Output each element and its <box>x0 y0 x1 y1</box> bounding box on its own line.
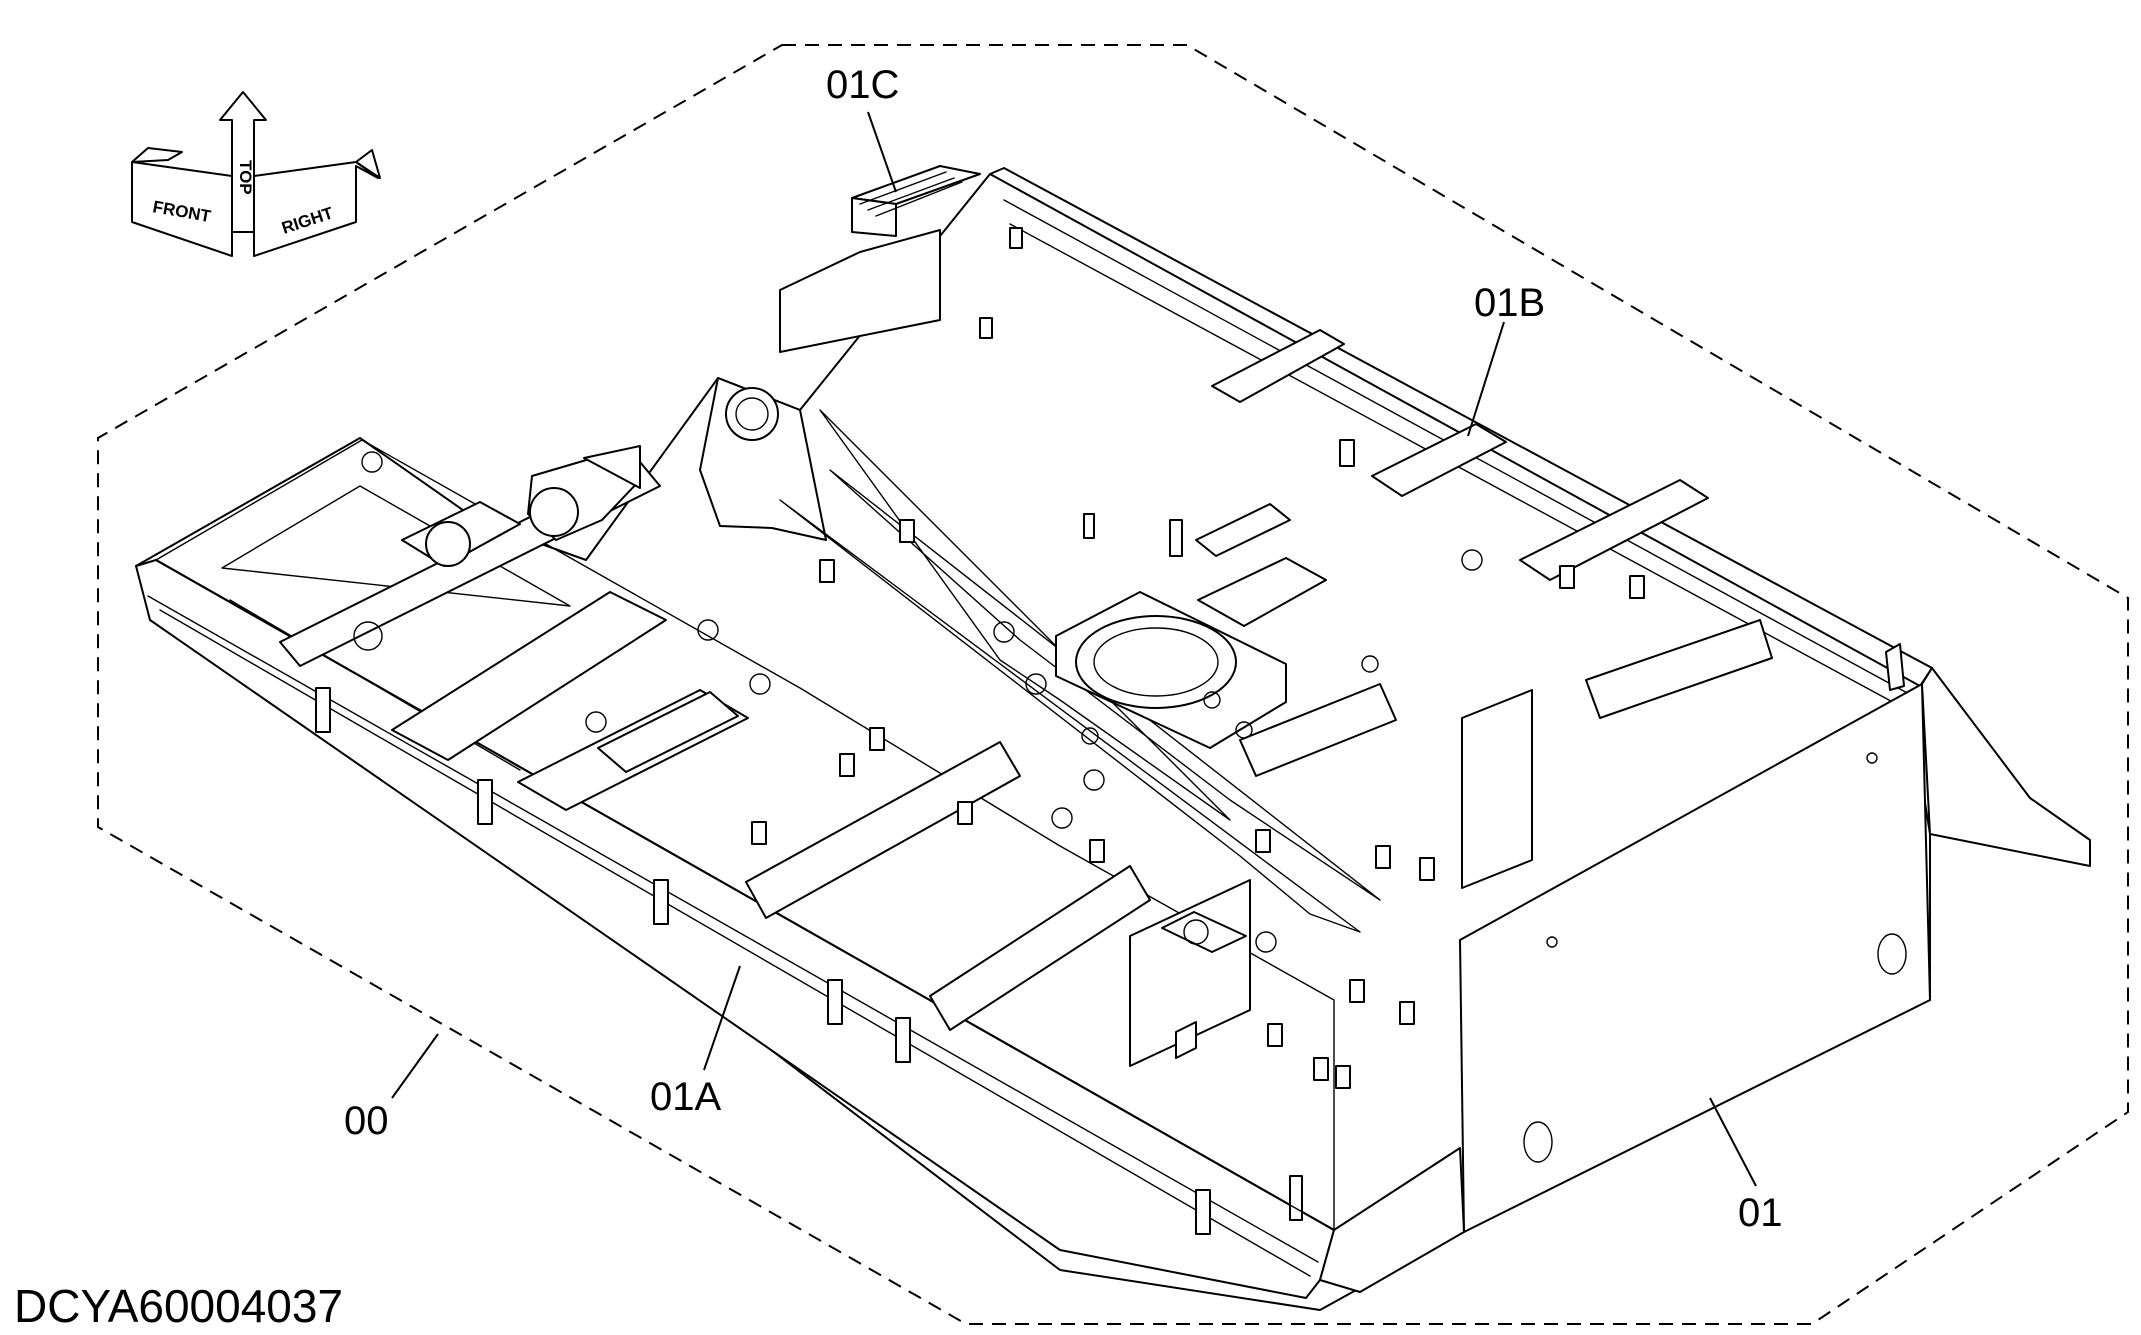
leader-01A <box>703 965 741 1071</box>
end-plate-01 <box>1319 667 2091 1293</box>
orientation-glyph: FRONT TOP RIGHT <box>131 91 381 257</box>
assembly-boundary <box>97 44 2129 1325</box>
leader-01C <box>867 111 897 193</box>
step-01C <box>779 165 981 353</box>
callout-01C: 01C <box>826 63 899 107</box>
document-number: DCYA60004037 <box>14 1280 343 1332</box>
leader-01B <box>1467 321 1505 437</box>
callout-01: 01 <box>1738 1191 1783 1235</box>
callout-00: 00 <box>344 1099 389 1143</box>
leader-01 <box>1709 1097 1757 1187</box>
frame-assembly <box>135 165 2091 1311</box>
callout-01B: 01B <box>1474 281 1545 325</box>
orientation-top-label: TOP <box>236 160 255 195</box>
leader-00 <box>391 1033 439 1099</box>
callout-01A: 01A <box>650 1075 721 1119</box>
